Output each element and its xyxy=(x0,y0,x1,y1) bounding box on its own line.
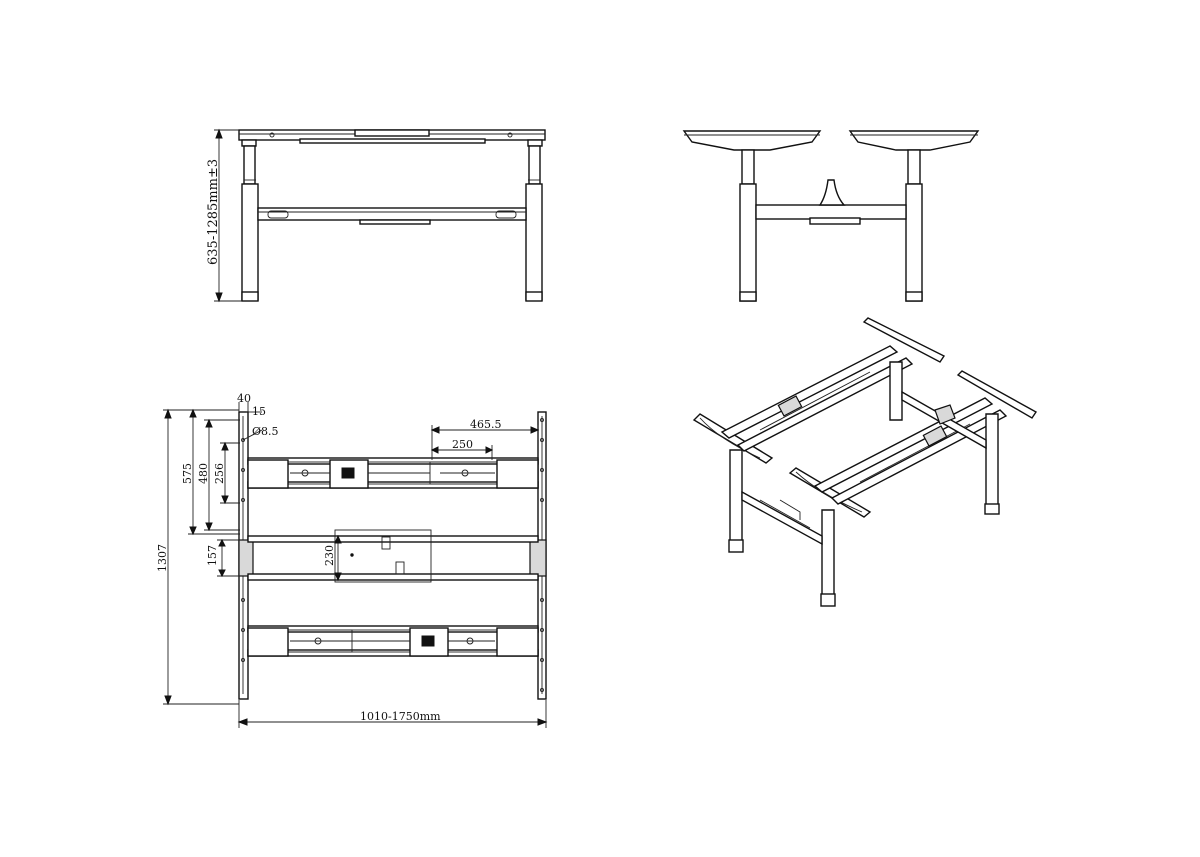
dim-250-label: 250 xyxy=(452,438,473,451)
dim-230-label: 230 xyxy=(323,545,336,566)
dim-15-label: 15 xyxy=(252,405,266,418)
width-dimension-label: 1010-1750mm xyxy=(360,710,441,723)
dim-hole-label: Ø8.5 xyxy=(252,425,279,438)
dim-465-label: 465.5 xyxy=(470,418,502,431)
dim-256-label: 256 xyxy=(213,463,226,484)
dim-157-label: 157 xyxy=(206,545,219,566)
height-dimension-label: 635-1285mm±3 xyxy=(206,159,221,265)
depth-dimension-label: 1307 xyxy=(156,544,169,572)
dim-480-label: 480 xyxy=(197,463,210,484)
rail-holes xyxy=(241,418,544,692)
dim-40-label: 40 xyxy=(237,392,251,405)
top-view: 1307 575 480 256 157 40 15 xyxy=(156,392,548,728)
front-view: 635-1285mm±3 xyxy=(206,128,546,303)
side-view xyxy=(682,130,980,302)
isometric-view xyxy=(692,317,1038,607)
dim-575-label: 575 xyxy=(181,463,194,484)
